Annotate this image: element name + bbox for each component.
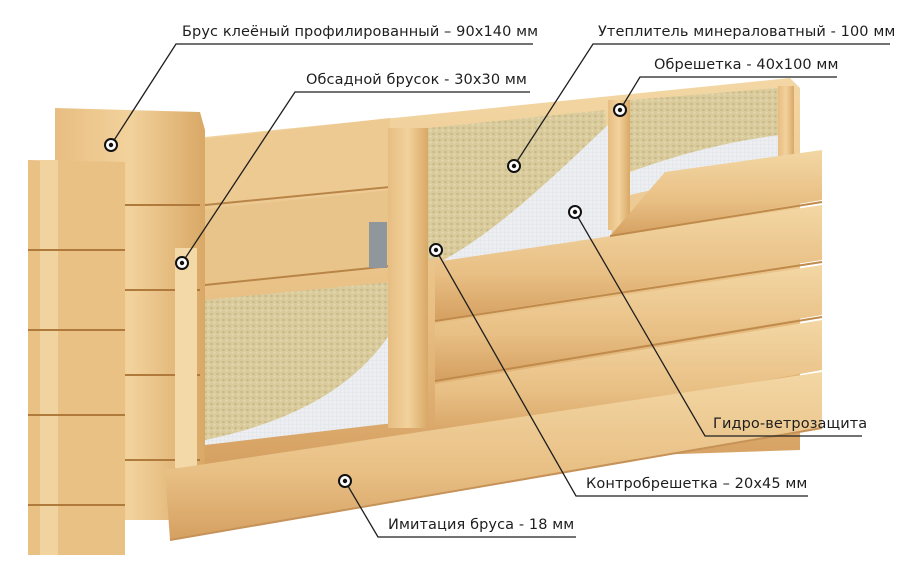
label-imitation-timber: Имитация бруса - 18 мм bbox=[388, 517, 575, 533]
label-casing-bar: Обсадной брусок - 30х30 мм bbox=[306, 72, 527, 88]
marker-wind-membrane bbox=[568, 205, 582, 219]
label-mineral-wool: Утеплитель минераловатный - 100 мм bbox=[598, 24, 896, 40]
callout-markers bbox=[104, 103, 627, 488]
marker-casing-bar bbox=[175, 256, 189, 270]
bottom-cladding-board bbox=[165, 372, 822, 540]
cladding-boards bbox=[165, 150, 823, 541]
label-glulam-beam: Брус клеёный профилированный – 90х140 мм bbox=[182, 24, 539, 40]
marker-glulam-beam bbox=[104, 138, 118, 152]
insulation-bay-left bbox=[205, 280, 420, 445]
label-battens: Обрешетка - 40х100 мм bbox=[654, 57, 839, 73]
vertical-stud bbox=[388, 128, 428, 428]
casing-bar-shape bbox=[175, 248, 197, 468]
metal-bracket bbox=[369, 222, 387, 268]
insulation-bay-center bbox=[428, 110, 612, 270]
marker-battens bbox=[613, 103, 627, 117]
label-wind-membrane: Гидро-ветрозащита bbox=[713, 416, 868, 432]
batten bbox=[608, 100, 630, 230]
corner-logs bbox=[28, 108, 205, 555]
marker-imitation-timber bbox=[338, 474, 352, 488]
marker-counter-battens bbox=[429, 243, 443, 257]
marker-mineral-wool bbox=[507, 159, 521, 173]
label-counter-battens: Контробрешетка – 20х45 мм bbox=[586, 476, 808, 492]
leader-lines bbox=[110, 43, 890, 538]
